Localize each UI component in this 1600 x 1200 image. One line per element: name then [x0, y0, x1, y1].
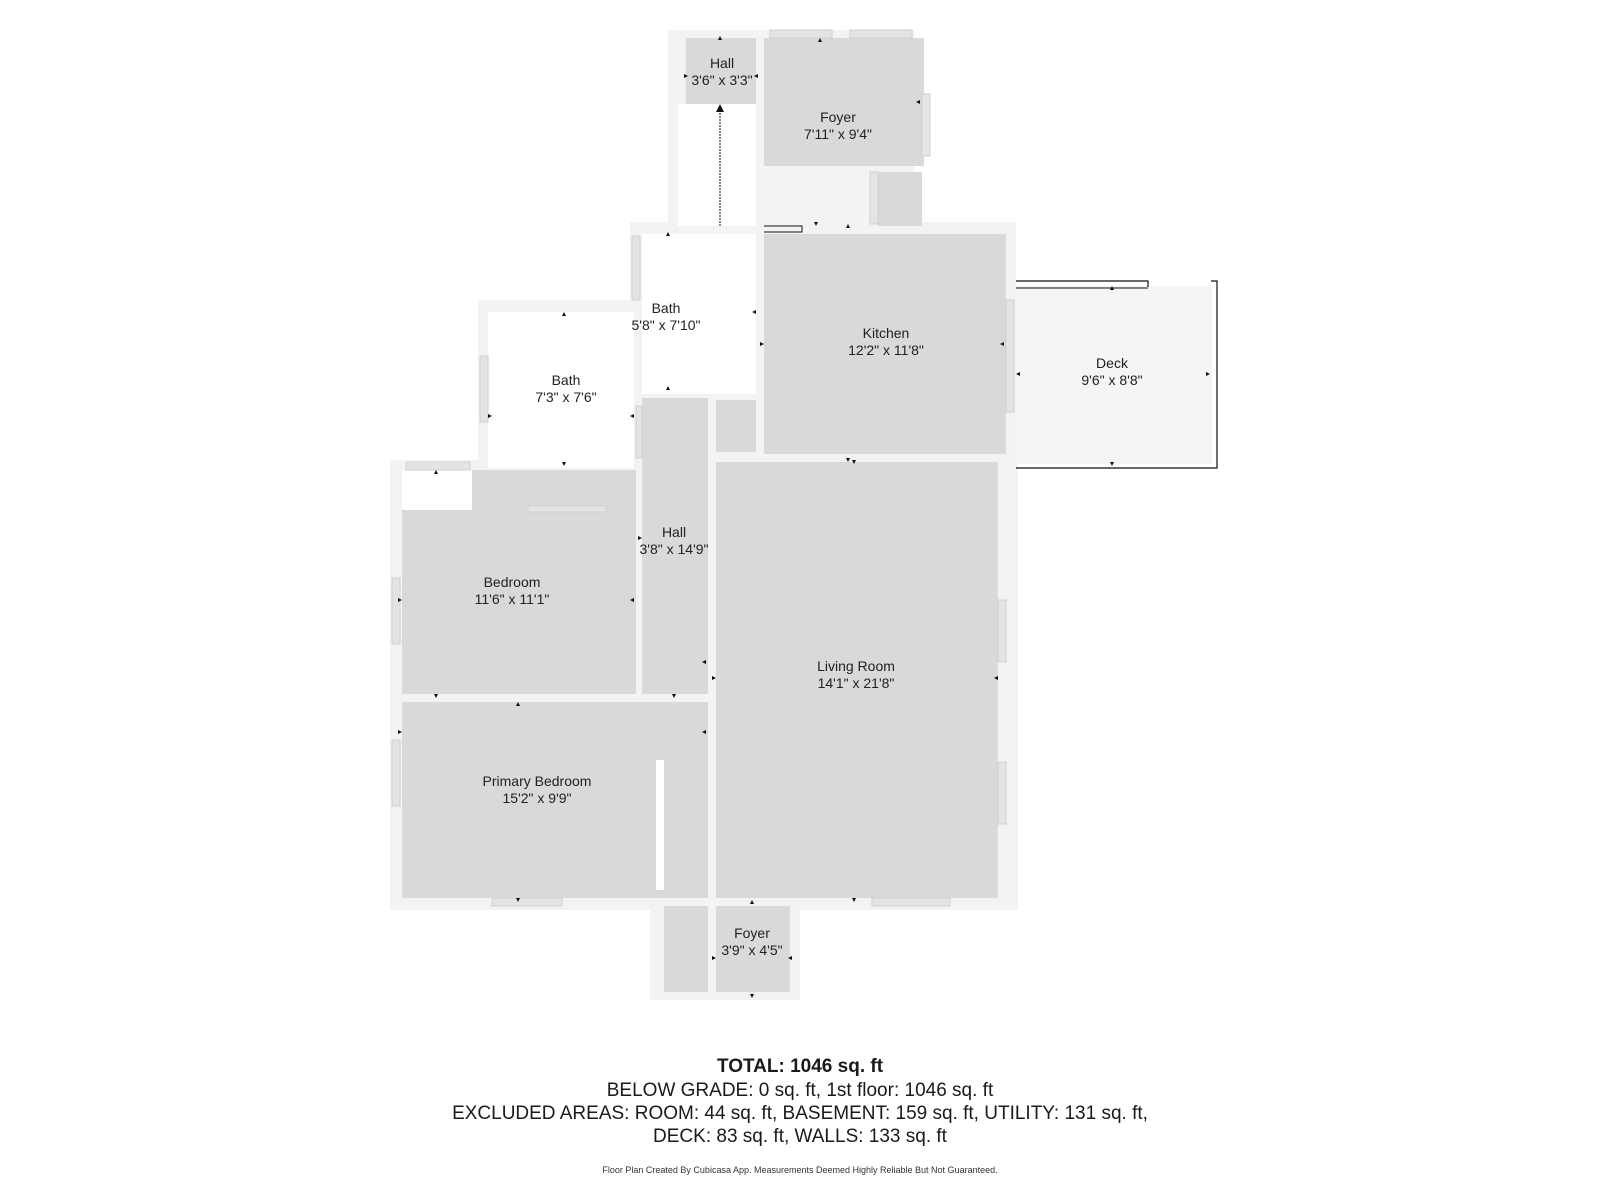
- room-name: Living Room: [817, 658, 895, 674]
- room-foyer-bottom: [716, 906, 790, 992]
- room-name: Bedroom: [484, 574, 541, 590]
- room-kitchen: [764, 234, 1006, 454]
- room-closet-bottom: [664, 906, 708, 992]
- room-hall-center: [642, 398, 708, 694]
- excluded-areas-line: EXCLUDED AREAS: ROOM: 44 sq. ft, BASEMEN…: [452, 1103, 1148, 1124]
- room-name: Kitchen: [863, 325, 910, 341]
- room-name: Deck: [1096, 355, 1129, 371]
- room-living: [716, 462, 998, 898]
- room-size: 9'6" x 8'8": [1081, 372, 1142, 388]
- room-size: 3'6" x 3'3": [691, 72, 752, 88]
- room-name: Hall: [710, 55, 734, 71]
- room-name: Foyer: [820, 109, 856, 125]
- room-closet-primary: [664, 770, 708, 898]
- room-closet-right-of-bath: [716, 400, 756, 452]
- room-size: 3'8" x 14'9": [640, 541, 709, 557]
- room-size: 15'2" x 9'9": [503, 790, 572, 806]
- room-hall-top: [686, 38, 756, 104]
- room-foyer-top: [764, 38, 924, 166]
- room-size: 3'9" x 4'5": [721, 942, 782, 958]
- room-size: 14'1" x 21'8": [818, 675, 895, 691]
- room-bath-left: [488, 312, 634, 468]
- room-name: Bath: [652, 300, 681, 316]
- bedroom-notch: [402, 470, 472, 510]
- disclaimer: Floor Plan Created By Cubicasa App. Meas…: [602, 1165, 998, 1175]
- area-summary: TOTAL: 1046 sq. ft BELOW GRADE: 0 sq. ft…: [0, 1055, 1600, 1148]
- room-labels: Hall 3'6" x 3'3" Foyer 7'11" x 9'4" Bath…: [475, 55, 1143, 958]
- room-foyer-top-closet: [878, 172, 922, 226]
- primary-notch: [656, 760, 664, 890]
- total-area: TOTAL: 1046 sq. ft: [716, 1056, 884, 1077]
- room-name: Bath: [552, 372, 581, 388]
- deck: [1016, 280, 1218, 469]
- stair-arrow: [716, 104, 724, 226]
- below-grade-line: BELOW GRADE: 0 sq. ft, 1st floor: 1046 s…: [606, 1080, 994, 1101]
- room-name: Hall: [662, 524, 686, 540]
- room-size: 7'11" x 9'4": [804, 126, 872, 142]
- room-name: Primary Bedroom: [483, 773, 592, 789]
- deck-walls-line: DECK: 83 sq. ft, WALLS: 133 sq. ft: [653, 1126, 947, 1147]
- white-rooms: [402, 104, 756, 890]
- room-size: 7'3" x 7'6": [535, 389, 596, 405]
- windows: [391, 29, 1015, 907]
- room-bath-top: [642, 234, 756, 394]
- door-lines: [764, 225, 803, 233]
- room-size: 12'2" x 11'8": [848, 342, 924, 358]
- stair-corridor: [678, 104, 756, 226]
- room-size: 11'6" x 11'1": [475, 591, 550, 607]
- dimension-ticks: [398, 36, 1210, 998]
- room-size: 5'8" x 7'10": [632, 317, 701, 333]
- room-name: Foyer: [734, 925, 770, 941]
